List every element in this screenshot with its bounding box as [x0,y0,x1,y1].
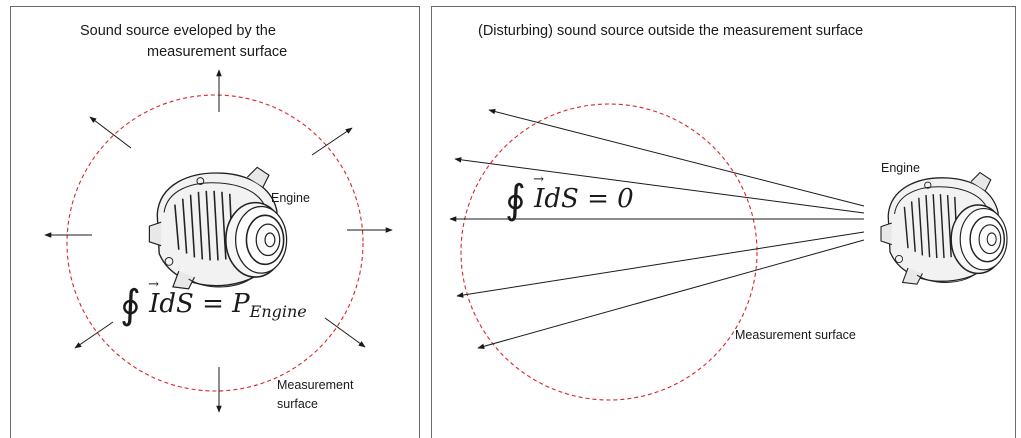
formula-rest: dS = P [159,289,250,319]
left-intensity-formula: ∮ IdS = PEngine [120,277,307,328]
left-engine-label: Engine [271,191,310,205]
integral-symbol: ∮ [120,282,141,328]
left-measurement-label-line2: surface [277,397,318,411]
engine-alternator-icon [148,166,288,290]
right-title: (Disturbing) sound source outside the me… [478,23,864,39]
left-title-line1: Sound source eveloped by the [80,23,276,39]
intensity-vector: I [148,277,159,319]
formula-subscript: Engine [249,302,307,321]
engine-alternator-icon [880,171,1008,285]
left-measurement-label-line1: Measurement [277,378,354,392]
intensity-vector: I [533,172,544,214]
integral-symbol: ∮ [505,177,526,223]
measurement-surface-circle-right [460,103,758,401]
left-title-line2: measurement surface [147,44,288,60]
right-panel [431,6,1016,438]
radiation-arrows-left [44,69,393,413]
right-intensity-formula: ∮ IdS = 0 [505,172,634,223]
measurement-surface-circle-left [66,94,364,392]
formula-rest: dS = 0 [544,184,634,214]
left-panel [10,6,420,438]
right-measurement-label: Measurement surface [735,328,856,342]
right-engine-label: Engine [881,161,920,175]
disturbing-arrows-right [449,108,865,349]
